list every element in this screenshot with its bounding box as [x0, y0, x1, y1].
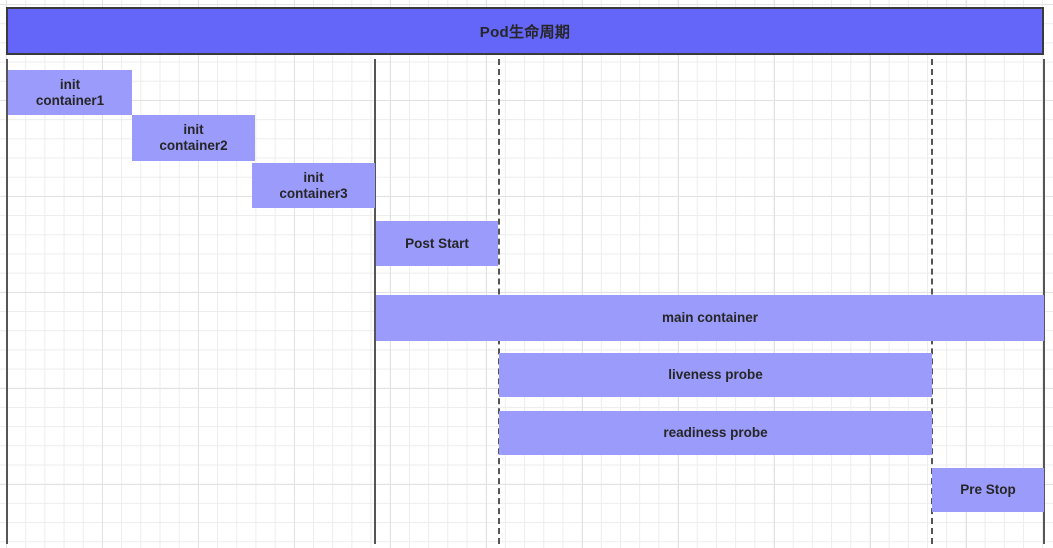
bar-init-container-1: init container1 — [8, 70, 132, 115]
bar-init-container-3-line1: init — [303, 169, 324, 185]
diagram-title-bar: Pod生命周期 — [6, 7, 1044, 55]
right-boundary-rule — [1043, 59, 1045, 544]
bar-init-container-2-line1: init — [183, 122, 204, 138]
bar-post-start: Post Start — [376, 221, 498, 266]
bar-readiness-probe-label: readiness probe — [663, 425, 768, 441]
bar-liveness-probe-label: liveness probe — [668, 367, 763, 383]
bar-liveness-probe: liveness probe — [499, 353, 932, 397]
bar-init-container-3-line2: container3 — [279, 185, 348, 201]
left-boundary-rule — [6, 59, 8, 544]
bar-post-start-label: Post Start — [405, 235, 469, 251]
page-title: Pod生命周期 — [479, 23, 571, 41]
bar-init-container-1-line2: container1 — [35, 92, 105, 108]
bar-pre-stop-label: Pre Stop — [960, 482, 1016, 498]
bar-main-container: main container — [376, 295, 1044, 341]
bar-init-container-1-line1: init — [59, 76, 81, 92]
bar-init-container-3: init container3 — [252, 163, 375, 208]
bar-readiness-probe: readiness probe — [499, 411, 932, 455]
bar-main-container-label: main container — [661, 310, 759, 326]
bar-pre-stop: Pre Stop — [932, 468, 1044, 512]
bar-init-container-2: init container2 — [132, 115, 255, 161]
bar-init-container-2-line2: container2 — [159, 138, 228, 153]
pod-start-rule — [374, 59, 376, 544]
